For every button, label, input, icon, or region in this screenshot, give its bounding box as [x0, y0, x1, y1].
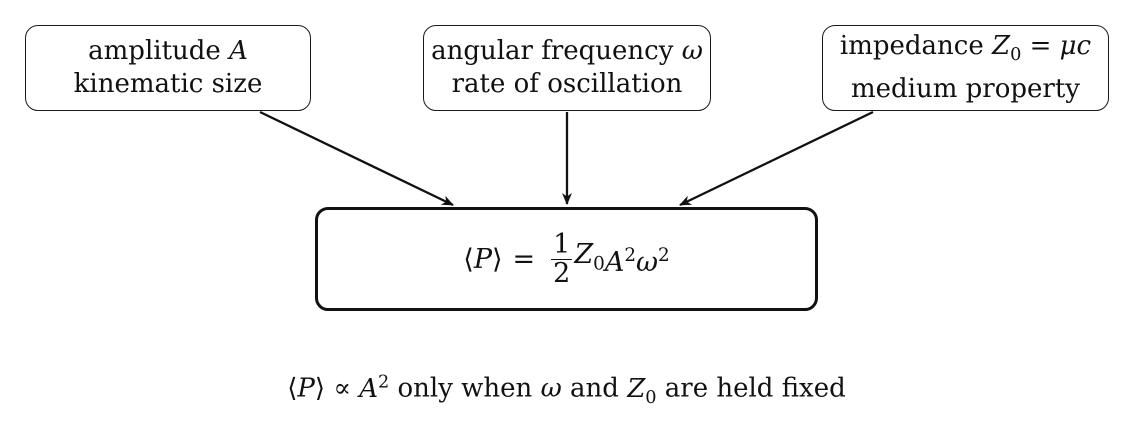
footer-a-term: A2 [359, 372, 390, 404]
amplitude-box-title: amplitude A [88, 35, 248, 68]
formula-a-factor: A2 [605, 239, 636, 279]
formula-angle-open: ⟨ [463, 243, 474, 275]
impedance-equals: = [1029, 31, 1052, 62]
impedance-box: impedance Z0 = μc medium property [822, 25, 1109, 111]
formula-angle-close: ⟩ [492, 243, 503, 275]
impedance-box-title: impedance Z0 = μc [840, 30, 1091, 72]
footer-a-symbol: A [359, 373, 378, 404]
impedance-label: impedance [839, 31, 984, 62]
footer-angle-close: ⟩ [314, 373, 326, 404]
footer-proportional-sign: ∝ [333, 373, 351, 404]
formula-equals: = [512, 243, 536, 275]
footer-angle-open: ⟨ [287, 373, 298, 404]
formula-omega-symbol: ω [636, 247, 659, 279]
footer-a-exponent: 2 [377, 372, 390, 392]
fraction-denominator: 2 [553, 257, 571, 289]
formula-fraction: 1 2 [551, 228, 573, 289]
frequency-box-title: angular frequency ω [431, 35, 703, 68]
formula-power-symbol: P [473, 243, 492, 275]
frequency-box-subtitle: rate of oscillation [451, 69, 683, 99]
formula-z-factor: Z0 [574, 238, 604, 280]
formula-a-exponent: 2 [624, 244, 636, 266]
formula-omega-exponent: 2 [658, 244, 670, 266]
footer-z-subscript: 0 [645, 387, 657, 408]
footer-z-term: Z0 [627, 373, 656, 408]
footer-power-symbol: P [297, 373, 315, 404]
footer-z-symbol: Z [627, 373, 646, 404]
frequency-label: angular frequency [431, 36, 674, 66]
power-formula-box: ⟨ P ⟩ = 1 2 Z0 A2 ω2 [315, 207, 818, 311]
footer-omega-symbol: ω [540, 373, 562, 404]
footer-text-tail: are held fixed [664, 373, 846, 404]
formula-omega-factor: ω2 [636, 239, 670, 279]
impedance-symbol-subscript: 0 [1010, 45, 1022, 66]
power-formula: ⟨ P ⟩ = 1 2 Z0 A2 ω2 [463, 228, 670, 289]
impedance-box-subtitle: medium property [851, 73, 1080, 104]
impedance-value: μc [1059, 31, 1092, 62]
amplitude-box: amplitude A kinematic size [25, 25, 311, 111]
formula-z-subscript: 0 [593, 253, 605, 275]
impedance-symbol-z: Z [991, 31, 1011, 62]
arrow-amplitude-to-power [259, 110, 454, 207]
footer-text-and: and [570, 373, 619, 404]
arrow-impedance-to-power [679, 110, 874, 207]
footer-text-only-when: only when [397, 373, 533, 404]
amplitude-label: amplitude [88, 36, 221, 66]
amplitude-symbol: A [229, 36, 248, 66]
amplitude-box-subtitle: kinematic size [73, 69, 263, 99]
formula-a-symbol: A [604, 247, 625, 279]
impedance-symbol: Z0 [991, 31, 1021, 65]
frequency-box: angular frequency ω rate of oscillation [423, 25, 711, 111]
frequency-symbol: ω [681, 36, 703, 66]
footer-note: ⟨P⟩ ∝ A2 only when ω and Z0 are held fix… [0, 362, 1133, 418]
formula-z-symbol: Z [574, 238, 594, 270]
fraction-numerator: 1 [551, 228, 573, 260]
